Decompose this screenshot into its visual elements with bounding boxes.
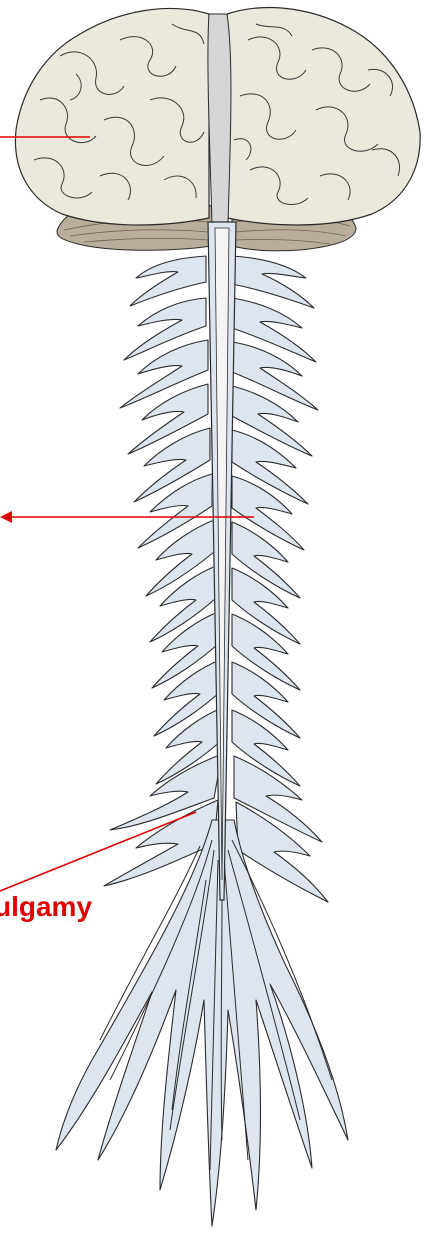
brain — [15, 8, 420, 225]
spinal-nerves-left — [104, 256, 222, 886]
arrowhead-icon — [0, 511, 12, 523]
spinal-nerves-right — [232, 256, 328, 902]
cauda-equina-label: ulgamy — [0, 891, 92, 923]
